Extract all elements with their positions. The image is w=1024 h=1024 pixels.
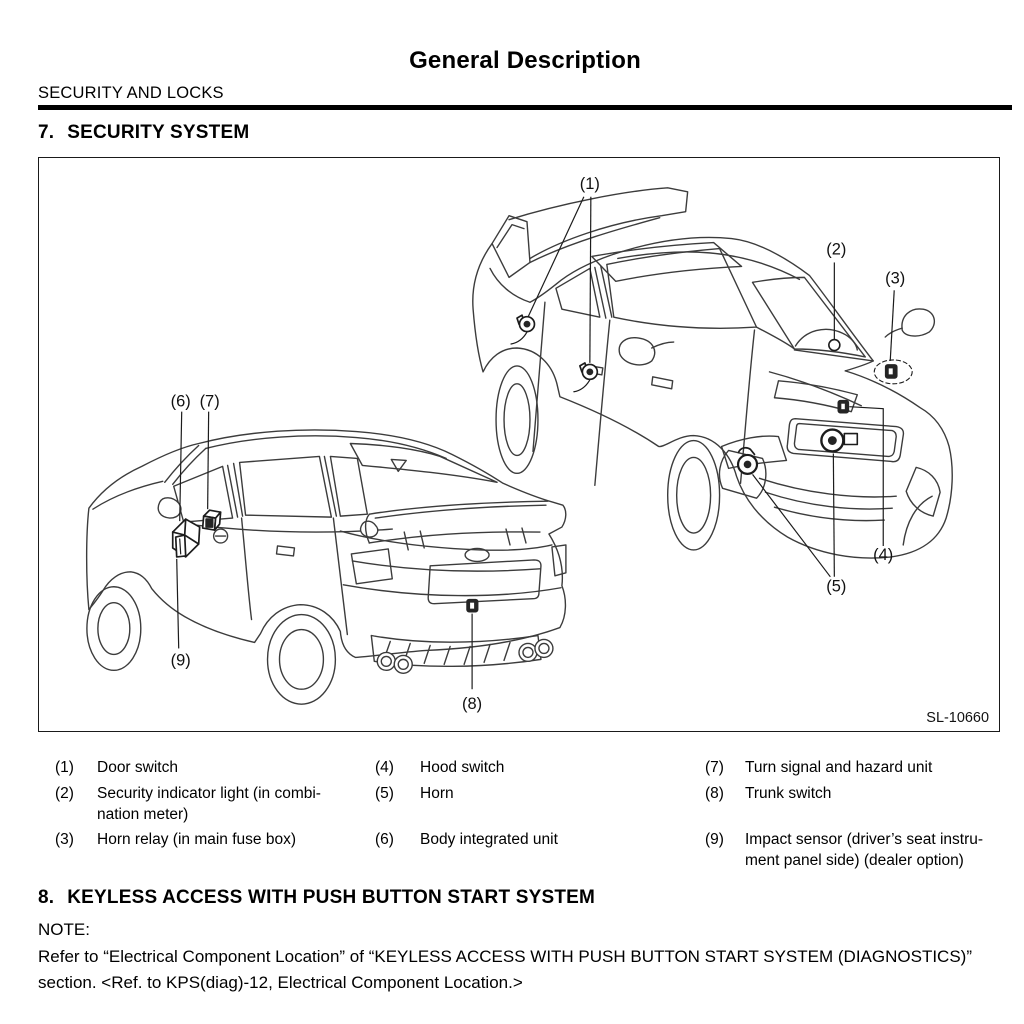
impact-sensor-marker	[174, 534, 187, 558]
legend-label: Turn signal and hazard unit	[745, 759, 933, 776]
legend-num: (4)	[375, 759, 394, 776]
legend-label: Hood switch	[420, 759, 505, 776]
legend-num: (7)	[705, 759, 724, 776]
figure-canvas: (1) (2) (3) (4) (5) (6) (7) (8) (9) SL-1…	[85, 175, 989, 726]
chapter-rule	[38, 105, 1012, 110]
legend-label: Horn	[420, 785, 454, 802]
figure-security-system: (1) (2) (3) (4) (5) (6) (7) (8) (9) SL-1…	[38, 157, 1000, 732]
legend-item-8: (8) Trunk switch	[705, 783, 1000, 804]
legend-num: (1)	[55, 759, 74, 776]
door-switch-front-marker	[510, 314, 536, 345]
callout-7: (7)	[200, 393, 220, 411]
legend-num: (5)	[375, 785, 394, 802]
callout-5: (5)	[826, 578, 846, 596]
section-number: 8.	[38, 887, 55, 908]
rear-car-drawing	[85, 429, 567, 705]
component-markers	[171, 314, 913, 613]
legend-item-3: (3) Horn relay (in main fuse box)	[55, 829, 359, 850]
legend-item-6: (6) Body integrated unit	[375, 829, 692, 850]
callout-9: (9)	[171, 651, 191, 669]
legend-label: Trunk switch	[745, 785, 832, 802]
legend-label: Horn relay (in main fuse box)	[97, 831, 296, 848]
figure-code: SL-10660	[926, 710, 989, 726]
turn-signal-unit-marker	[201, 509, 222, 531]
legend-num: (3)	[55, 831, 74, 848]
section-heading-keyless: 8. KEYLESS ACCESS WITH PUSH BUTTON START …	[38, 887, 595, 909]
legend-num: (9)	[705, 831, 724, 848]
legend-item-9: (9) Impact sensor (driver’s seat instru-…	[705, 829, 1000, 871]
callout-6: (6)	[171, 393, 191, 411]
callout-3: (3)	[885, 269, 905, 287]
callout-labels: (1) (2) (3) (4) (5) (6) (7) (8) (9)	[171, 175, 906, 713]
legend-item-7: (7) Turn signal and hazard unit	[705, 757, 1000, 778]
legend-label: Impact sensor (driver’s seat instru-ment…	[745, 831, 984, 869]
chapter-label: SECURITY AND LOCKS	[38, 84, 224, 102]
section-heading-security: 7. SECURITY SYSTEM	[38, 122, 249, 144]
legend-item-5: (5) Horn	[375, 783, 692, 804]
callout-1: (1)	[580, 175, 600, 193]
legend-item-2: (2) Security indicator light (in combi-n…	[55, 783, 359, 825]
section-title: SECURITY SYSTEM	[67, 122, 250, 143]
callout-4: (4)	[873, 546, 893, 564]
callout-leader-lines	[176, 196, 895, 690]
horn-foglight-marker	[736, 446, 759, 475]
legend-num: (2)	[55, 785, 74, 802]
hood-switch-marker	[837, 399, 850, 414]
horn-grille-marker	[820, 428, 859, 453]
note-text: Refer to “Electrical Component Location”…	[38, 947, 972, 992]
horn-relay-marker	[873, 359, 913, 385]
security-indicator-marker	[828, 338, 841, 352]
legend-label: Security indicator light (in combi-natio…	[97, 785, 321, 823]
front-car-drawing	[472, 187, 953, 559]
section-number: 7.	[38, 122, 55, 143]
legend-item-1: (1) Door switch	[55, 757, 359, 778]
callout-8: (8)	[462, 695, 482, 713]
trunk-switch-marker	[466, 598, 479, 613]
legend-label: Body integrated unit	[420, 831, 558, 848]
legend-label: Door switch	[97, 759, 178, 776]
legend-item-4: (4) Hood switch	[375, 757, 692, 778]
callout-2: (2)	[826, 241, 846, 259]
legend-num: (8)	[705, 785, 724, 802]
page-title: General Description	[409, 47, 641, 74]
note-label: NOTE:	[38, 920, 90, 939]
door-switch-rear-marker	[573, 362, 599, 393]
section-title: KEYLESS ACCESS WITH PUSH BUTTON START SY…	[67, 887, 596, 908]
legend-num: (6)	[375, 831, 394, 848]
